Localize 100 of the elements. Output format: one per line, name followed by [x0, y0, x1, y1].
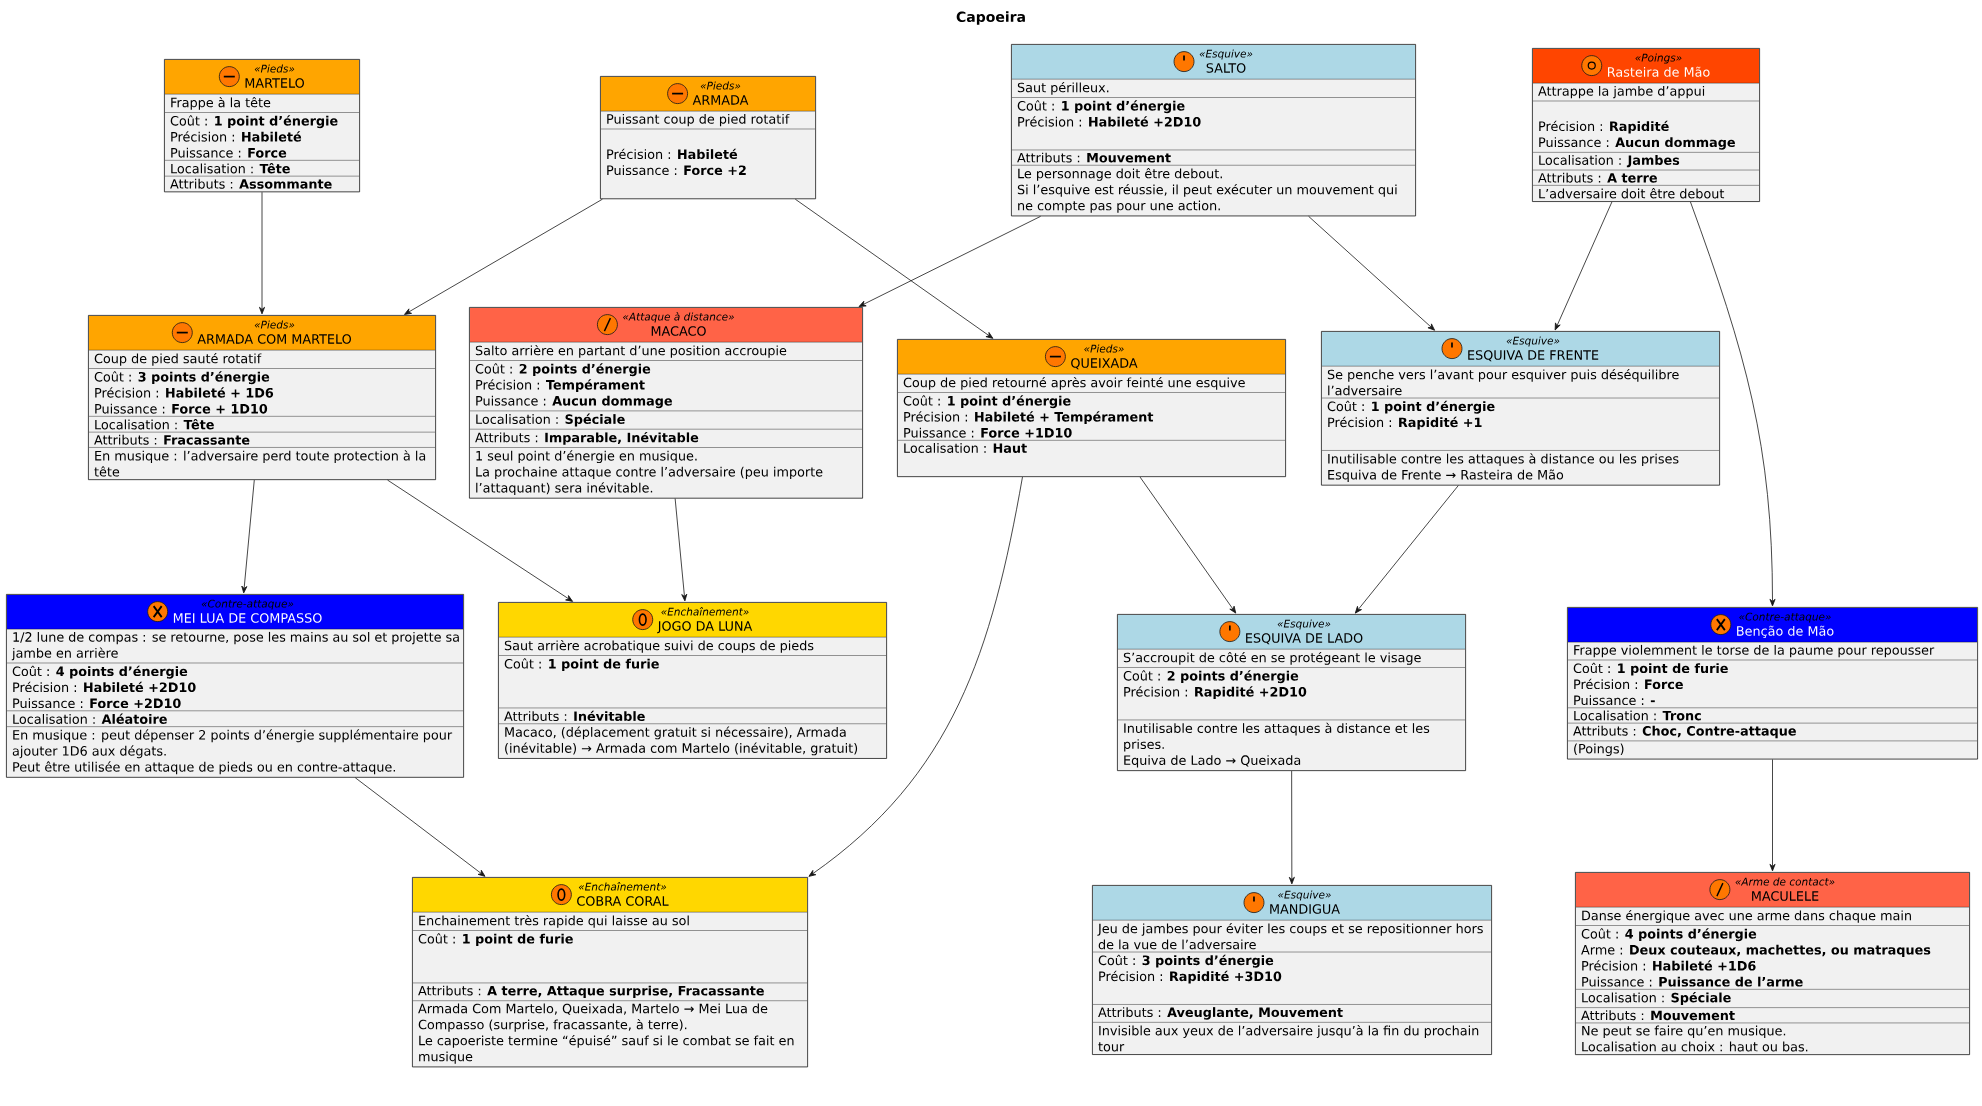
- member-text: Coût : 1 point de furie: [418, 933, 573, 947]
- member-text: Frappe à la tête: [171, 96, 271, 110]
- member-text: Précision : Tempérament: [476, 379, 645, 393]
- member-text: Attributs : Assommante: [170, 178, 332, 189]
- member-text: Localisation : Aléatoire: [13, 713, 167, 724]
- member-text: Précision : Habileté +1D6: [1582, 960, 1756, 971]
- member-text: Précision : Rapidité +2D10: [1124, 686, 1307, 700]
- member-text: Localisation : Tête: [95, 419, 214, 430]
- arrow: [1139, 476, 1237, 614]
- class-box: [1575, 872, 1970, 1056]
- class-name: MARTELO: [245, 78, 304, 88]
- arrow: [858, 215, 1041, 307]
- class-box: [1117, 614, 1466, 772]
- member-text: Coût : 1 point de furie: [1573, 662, 1728, 676]
- class-box: [1567, 607, 1978, 760]
- stereotype-text: «Poings»: [1635, 53, 1682, 64]
- member-text: Le personnage doit être debout.: [1018, 167, 1222, 181]
- member-text: Précision : Habileté: [607, 148, 738, 160]
- member-text: S’accroupit de côté en se protégeant le visage: [1123, 651, 1421, 665]
- member-text: Ne peut se faire qu’en musique.: [1582, 1025, 1786, 1038]
- class-name: Rasteira de Mão: [1608, 66, 1710, 77]
- member-text: Localisation : Tronc: [1574, 710, 1701, 721]
- member-text: En musique : l’adversaire perd toute protection à la tête: [94, 450, 426, 477]
- member-text: Coût : 2 points d’énergie: [475, 363, 651, 377]
- member-text: Coût : 1 point d’énergie: [1017, 100, 1185, 114]
- member-text: Attributs : Mouvement: [1581, 1010, 1735, 1021]
- member-text: Arme : Deux couteaux, machettes, ou matraques: [1581, 944, 1931, 958]
- member-text: Attributs : Aveuglante, Mouvement: [1098, 1007, 1343, 1020]
- member-text: Macaco, (déplacement gratuit si nécessaire), Armada (inévitable) → Armada com Martelo (inévitable, gratuit): [505, 726, 858, 756]
- member-text: Puissance : Aucun dommage: [476, 395, 672, 409]
- class-name: MEI LUA DE COMPASSO: [173, 613, 322, 623]
- class-name: QUEIXADA: [1071, 358, 1138, 370]
- member-text: Salto arrière en partant d’une position accroupie: [475, 344, 787, 358]
- member-text: Coût : 4 points d’énergie: [1581, 928, 1757, 942]
- member-text: Précision : Habileté + Tempérament: [904, 411, 1154, 425]
- class-box: [600, 76, 816, 200]
- stereotype-text: «Contre-attaque»: [201, 599, 294, 610]
- arrow: [808, 476, 1023, 877]
- member-text: Localisation : Tête: [171, 163, 290, 174]
- class-box: [88, 315, 436, 481]
- stereotype-text: «Esquive»: [1278, 890, 1331, 901]
- member-text: Coût : 1 point de furie: [504, 658, 659, 672]
- member-text: Précision : Rapidité +3D10: [1099, 970, 1282, 984]
- member-text: Précision : Rapidité: [1539, 120, 1669, 134]
- member-text: 1/2 lune de compas : se retourne, pose les mains au sol et projette sa jambe en arrière: [11, 631, 459, 661]
- member-text: Attributs : Inévitable: [504, 710, 645, 722]
- member-text: Coût : 3 points d’énergie: [1098, 954, 1274, 968]
- title: Capoeira: [956, 11, 1025, 25]
- member-text: Inutilisable contre les attaques à distance ou les prises Esquiva de Frente → Rasteira de Mão: [1328, 453, 1679, 483]
- arrow: [1769, 759, 1776, 872]
- arrow: [259, 191, 265, 315]
- member-text: Saut arrière acrobatique suivi de coups de pieds: [504, 639, 814, 653]
- class-name: Benção de Mão: [1737, 625, 1834, 639]
- class-box: [6, 594, 464, 778]
- member-text: Coût : 1 point d’énergie: [170, 115, 338, 129]
- member-text: En musique : peut dépenser 2 points d’énergie supplémentaire pour ajouter 1D6 aux dégats.: [12, 729, 453, 759]
- class-box: [1532, 48, 1760, 202]
- class-name: COBRA CORAL: [577, 896, 669, 906]
- stereotype-text: «Enchaînement»: [661, 607, 749, 616]
- member-text: Le capoeriste termine “épuisé” sauf si le combat se fait en musique: [419, 1034, 794, 1064]
- member-text: Puissant coup de pied rotatif: [607, 113, 790, 127]
- stereotype-text: «Pieds»: [254, 64, 295, 73]
- member-text: Localisation : Spéciale: [476, 413, 625, 427]
- class-box: [897, 339, 1286, 478]
- class-box: [164, 59, 360, 193]
- member-text: Attrappe la jambe d’appui: [1538, 85, 1705, 99]
- class-name: ESQUIVA DE LADO: [1246, 633, 1363, 645]
- class-name: ARMADA: [692, 95, 749, 105]
- class-name: MACULELE: [1752, 891, 1819, 901]
- stereotype-text: «Contre-attaque»: [1739, 612, 1831, 623]
- member-text: Précision : Force: [1574, 678, 1683, 690]
- member-text: Puissance : Force + 1D10: [95, 403, 268, 414]
- member-text: Précision : Habileté +2D10: [13, 681, 196, 693]
- member-text: Equiva de Lado → Queixada: [1124, 755, 1301, 768]
- member-text: Précision : Habileté: [171, 131, 302, 142]
- member-text: Peut être utilisée en attaque de pieds ou en contre-attaque.: [13, 761, 395, 775]
- arrow: [354, 777, 486, 877]
- class-box: [469, 307, 863, 499]
- member-text: Coup de pied retourné après avoir feinté une esquive: [903, 376, 1245, 390]
- arrow: [1690, 201, 1776, 607]
- member-text: L’adversaire doit être debout: [1539, 188, 1725, 199]
- arrow: [794, 198, 994, 339]
- stereotype-text: «Esquive»: [1277, 619, 1331, 630]
- arrow: [1308, 215, 1435, 331]
- member-text: Frappe violemment le torse de la paume pour repousser: [1574, 644, 1935, 658]
- member-text: Coût : 1 point d’énergie: [1327, 400, 1495, 414]
- stereotype-text: «Pieds»: [1084, 344, 1124, 353]
- class-name: ARMADA COM MARTELO: [197, 334, 351, 344]
- member-text: Localisation : Jambes: [1539, 155, 1680, 168]
- stereotype-text: «Pieds»: [254, 320, 295, 329]
- member-text: Coût : 2 points d’énergie: [1123, 670, 1299, 684]
- member-text: Précision : Rapidité +1: [1328, 416, 1482, 430]
- class-box: [1092, 885, 1492, 1055]
- member-text: Localisation au choix : haut ou bas.: [1582, 1041, 1808, 1052]
- member-text: 1 seul point d’énergie en musique.: [476, 450, 697, 464]
- member-text: Puissance : Puissance de l’arme: [1582, 976, 1803, 987]
- member-text: Précision : Habileté +2D10: [1018, 116, 1201, 127]
- member-text: Attributs : A terre, Attaque surprise, Fracassante: [418, 985, 764, 999]
- member-text: Puissance : Force +1D10: [904, 427, 1072, 438]
- member-text: Précision : Habileté + 1D6: [95, 387, 274, 398]
